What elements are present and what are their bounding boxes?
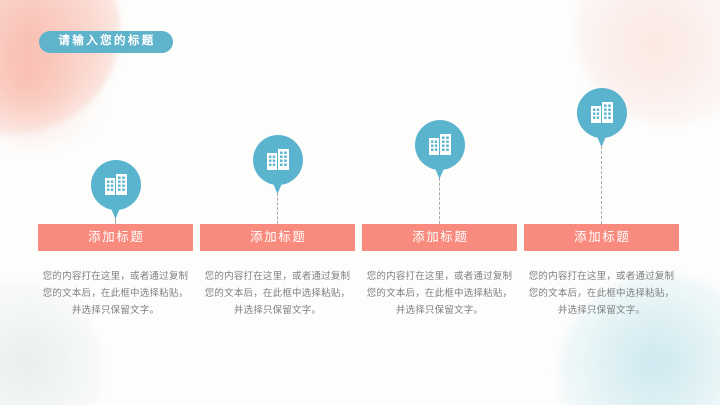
timeline-column: 添加标题 您的内容打在这里，或者通过复制您的文本后，在此框中选择粘贴，并选择只保… bbox=[524, 0, 679, 405]
item-title-text: 添加标题 bbox=[574, 230, 631, 245]
timeline-column: 添加标题 您的内容打在这里，或者通过复制您的文本后，在此框中选择粘贴，并选择只保… bbox=[362, 0, 517, 405]
item-title-bar[interactable]: 添加标题 bbox=[200, 224, 355, 251]
map-pin-marker[interactable] bbox=[576, 88, 627, 150]
item-body-text: 您的内容打在这里，或者通过复制您的文本后，在此框中选择粘贴，并选择只保留文字。 bbox=[42, 271, 189, 316]
timeline-column: 添加标题 您的内容打在这里，或者通过复制您的文本后，在此框中选择粘贴，并选择只保… bbox=[38, 0, 193, 405]
item-title-text: 添加标题 bbox=[250, 230, 307, 245]
pin-connector-line bbox=[600, 146, 602, 224]
timeline-column: 添加标题 您的内容打在这里，或者通过复制您的文本后，在此框中选择粘贴，并选择只保… bbox=[200, 0, 355, 405]
item-title-bar[interactable]: 添加标题 bbox=[524, 224, 679, 251]
item-title-bar[interactable]: 添加标题 bbox=[362, 224, 517, 251]
slide-title-text: 请输入您的标题 bbox=[58, 35, 156, 48]
pin-connector-line bbox=[276, 193, 278, 224]
item-title-text: 添加标题 bbox=[412, 230, 469, 245]
item-title-text: 添加标题 bbox=[88, 230, 145, 245]
map-pin-marker[interactable] bbox=[252, 135, 303, 197]
building-icon bbox=[103, 173, 129, 197]
pin-connector-line bbox=[114, 218, 116, 224]
slide-title-pill[interactable]: 请输入您的标题 bbox=[39, 31, 173, 53]
building-icon bbox=[427, 133, 453, 157]
item-body-text: 您的内容打在这里，或者通过复制您的文本后，在此框中选择粘贴，并选择只保留文字。 bbox=[204, 271, 351, 316]
pin-connector-line bbox=[438, 178, 440, 224]
map-pin-marker[interactable] bbox=[414, 120, 465, 182]
building-icon bbox=[589, 101, 615, 125]
item-body-text: 您的内容打在这里，或者通过复制您的文本后，在此框中选择粘贴，并选择只保留文字。 bbox=[366, 271, 513, 316]
map-pin-marker[interactable] bbox=[90, 160, 141, 222]
item-body-text: 您的内容打在这里，或者通过复制您的文本后，在此框中选择粘贴，并选择只保留文字。 bbox=[528, 271, 675, 316]
building-icon bbox=[265, 148, 291, 172]
item-title-bar[interactable]: 添加标题 bbox=[38, 224, 193, 251]
